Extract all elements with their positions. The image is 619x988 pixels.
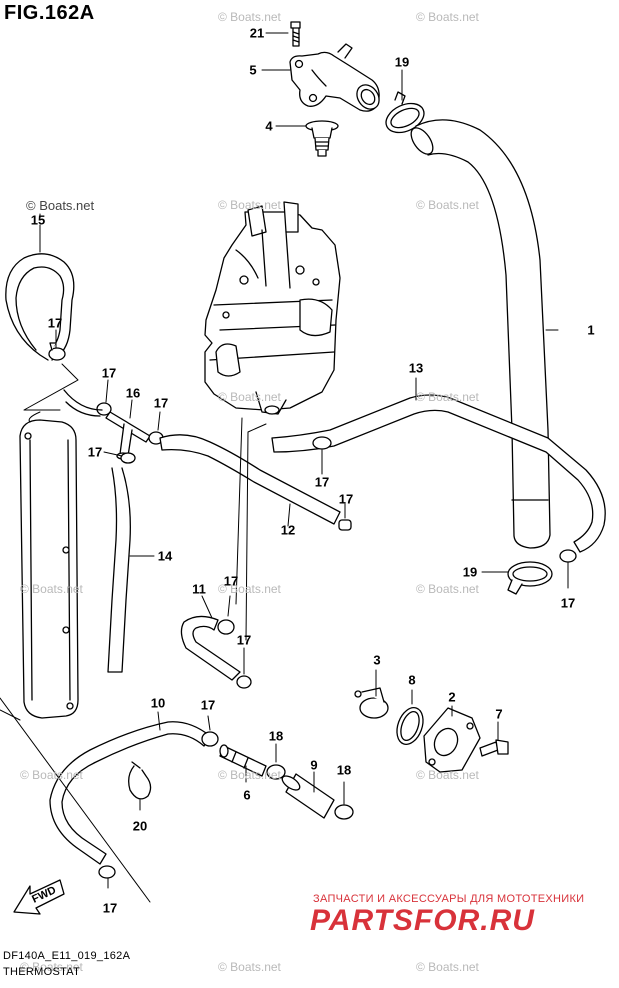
callout-7[interactable]: 7 <box>495 706 503 722</box>
reference-line-short <box>0 709 21 721</box>
callout-17[interactable]: 17 <box>560 595 576 611</box>
callout-17[interactable]: 17 <box>314 474 330 490</box>
diagram-code: DF140A_E11_019_162A <box>3 950 131 962</box>
part-17-clamp-g[interactable] <box>559 549 577 563</box>
callout-21[interactable]: 21 <box>249 25 265 41</box>
watermark: © Boats.net <box>416 768 479 782</box>
callout-10[interactable]: 10 <box>150 695 166 711</box>
watermark: © Boats.net <box>218 390 281 404</box>
part-21-bolt[interactable] <box>290 21 301 47</box>
callout-17[interactable]: 17 <box>101 365 117 381</box>
part-17-clamp-e[interactable] <box>338 519 352 531</box>
part-17-clamp-b[interactable] <box>96 402 112 416</box>
part-9-hose[interactable] <box>280 773 335 819</box>
callout-13[interactable]: 13 <box>408 360 424 376</box>
brand-tagline: ЗАПЧАСТИ И АКСЕССУАРЫ ДЛЯ МОТОТЕХНИКИ <box>313 893 585 905</box>
callout-18[interactable]: 18 <box>336 762 352 778</box>
callout-8[interactable]: 8 <box>408 672 416 688</box>
part-17-clamp-h[interactable] <box>217 619 235 635</box>
callout-17[interactable]: 17 <box>223 573 239 589</box>
callout-1[interactable]: 1 <box>587 322 595 338</box>
watermark: © Boats.net <box>416 390 479 404</box>
part-18-clamp-a[interactable] <box>266 764 286 780</box>
part-7-bolt[interactable] <box>479 739 509 757</box>
part-5-thermostat-cover[interactable] <box>289 43 384 113</box>
watermark: © Boats.net <box>218 768 281 782</box>
part-19-clamp-bottom[interactable] <box>507 561 553 595</box>
watermark: © Boats.net <box>26 198 95 213</box>
part-2-cover[interactable] <box>423 707 481 773</box>
callout-17[interactable]: 17 <box>200 697 216 713</box>
watermark: © Boats.net <box>218 10 281 24</box>
part-8-o-ring[interactable] <box>392 704 428 748</box>
callout-17[interactable]: 17 <box>236 632 252 648</box>
watermark: © Boats.net <box>218 582 281 596</box>
watermark: © Boats.net <box>20 582 83 596</box>
callout-18[interactable]: 18 <box>268 728 284 744</box>
callout-3[interactable]: 3 <box>373 652 381 668</box>
callout-16[interactable]: 16 <box>125 385 141 401</box>
watermark: © Boats.net <box>416 960 479 974</box>
watermark: © Boats.net <box>416 10 479 24</box>
callout-14[interactable]: 14 <box>157 548 173 564</box>
part-17-clamp-a[interactable] <box>48 342 66 361</box>
callout-17[interactable]: 17 <box>338 491 354 507</box>
part-14-hose[interactable] <box>107 467 131 673</box>
part-17-clamp-i[interactable] <box>236 675 252 689</box>
part-3-sensor[interactable] <box>354 687 389 719</box>
callout-4[interactable]: 4 <box>265 118 273 134</box>
callout-17[interactable]: 17 <box>153 395 169 411</box>
callout-9[interactable]: 9 <box>310 757 318 773</box>
part-16-tee[interactable] <box>105 411 151 460</box>
part-17-clamp-d[interactable] <box>120 452 136 464</box>
part-17-clamp-k[interactable] <box>98 865 116 879</box>
cylinder-block <box>204 201 341 415</box>
part-15-hose[interactable] <box>5 253 75 361</box>
callout-20[interactable]: 20 <box>132 818 148 834</box>
watermark: © Boats.net <box>218 198 281 212</box>
part-6-pipe[interactable] <box>219 744 267 777</box>
part-4-thermostat[interactable] <box>305 120 339 157</box>
part-12-hose[interactable] <box>159 434 341 525</box>
brand-logo: PARTSFOR.RU <box>310 904 535 937</box>
callout-17[interactable]: 17 <box>47 315 63 331</box>
callout-2[interactable]: 2 <box>448 689 456 705</box>
part-13-hose[interactable] <box>271 394 606 553</box>
callout-19[interactable]: 19 <box>394 54 410 70</box>
reference-line <box>0 697 151 903</box>
callout-12[interactable]: 12 <box>280 522 296 538</box>
watermark: © Boats.net <box>416 582 479 596</box>
fwd-arrow: FWD <box>13 879 65 915</box>
part-17-clamp-j[interactable] <box>201 731 219 747</box>
part-10-hose[interactable] <box>49 721 211 865</box>
figure-title: FIG.162A <box>4 2 95 24</box>
part-18-clamp-b[interactable] <box>334 804 354 820</box>
watermark: © Boats.net <box>20 768 83 782</box>
diagram-name: THERMOSTAT <box>3 966 81 978</box>
watermark: © Boats.net <box>20 960 83 974</box>
leader-lines <box>55 32 569 889</box>
watermark: © Boats.net <box>218 960 281 974</box>
part-17-clamp-f[interactable] <box>312 436 332 450</box>
callout-11[interactable]: 11 <box>192 581 206 597</box>
part-20-clip[interactable] <box>128 761 152 800</box>
part-1-main-hose[interactable] <box>407 119 551 549</box>
callout-15[interactable]: 15 <box>30 212 46 228</box>
part-14-jacket-cover[interactable] <box>19 419 79 719</box>
callout-19[interactable]: 19 <box>462 564 478 580</box>
callout-17[interactable]: 17 <box>87 444 103 460</box>
part-11-hose[interactable] <box>180 615 241 681</box>
callout-17[interactable]: 17 <box>102 900 118 916</box>
callout-5[interactable]: 5 <box>249 62 257 78</box>
watermark: © Boats.net <box>416 198 479 212</box>
callout-6[interactable]: 6 <box>243 787 251 803</box>
